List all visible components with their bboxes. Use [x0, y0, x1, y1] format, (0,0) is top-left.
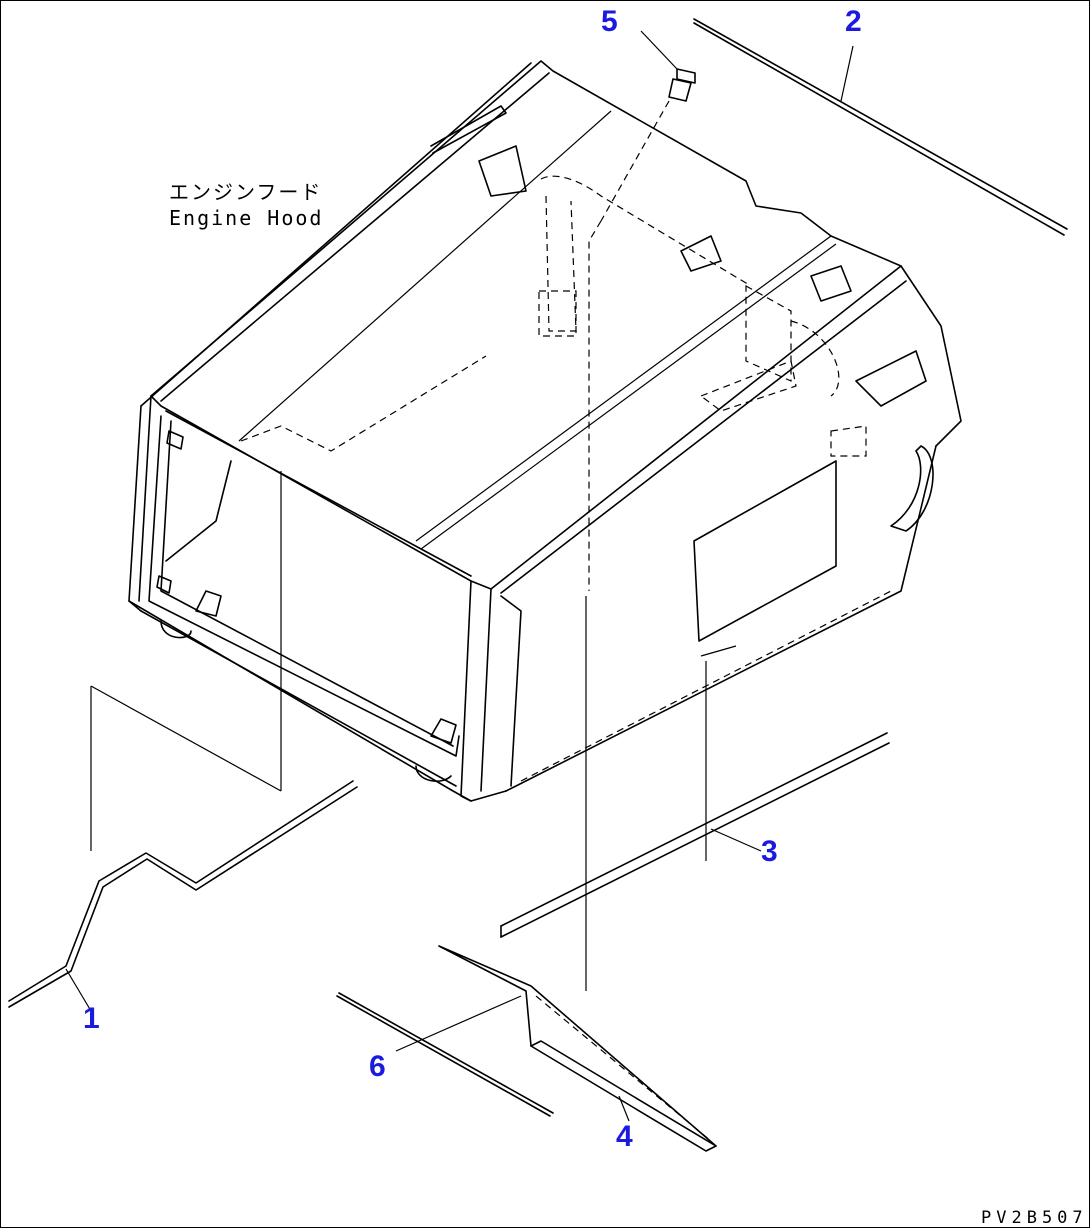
part-2-strip: [693, 18, 1068, 236]
callout-5: 5: [601, 5, 618, 38]
engine-hood: [90, 60, 962, 991]
part-4-plate: [438, 945, 717, 1152]
part-3-strip: [500, 732, 890, 938]
drawing-code: PV2B507: [981, 1208, 1088, 1228]
part-5-bolt: [600, 30, 696, 222]
hood-label-en: Engine Hood: [169, 206, 323, 230]
callout-3: 3: [761, 835, 778, 868]
hood-label-jp: エンジンフード: [169, 180, 322, 204]
callout-2: 2: [845, 5, 862, 38]
part-1-seal: [8, 780, 358, 1012]
callout-6: 6: [369, 1050, 386, 1083]
part-6-strip: [336, 992, 554, 1117]
callout-1: 1: [83, 1002, 100, 1035]
callout-4: 4: [616, 1120, 633, 1153]
